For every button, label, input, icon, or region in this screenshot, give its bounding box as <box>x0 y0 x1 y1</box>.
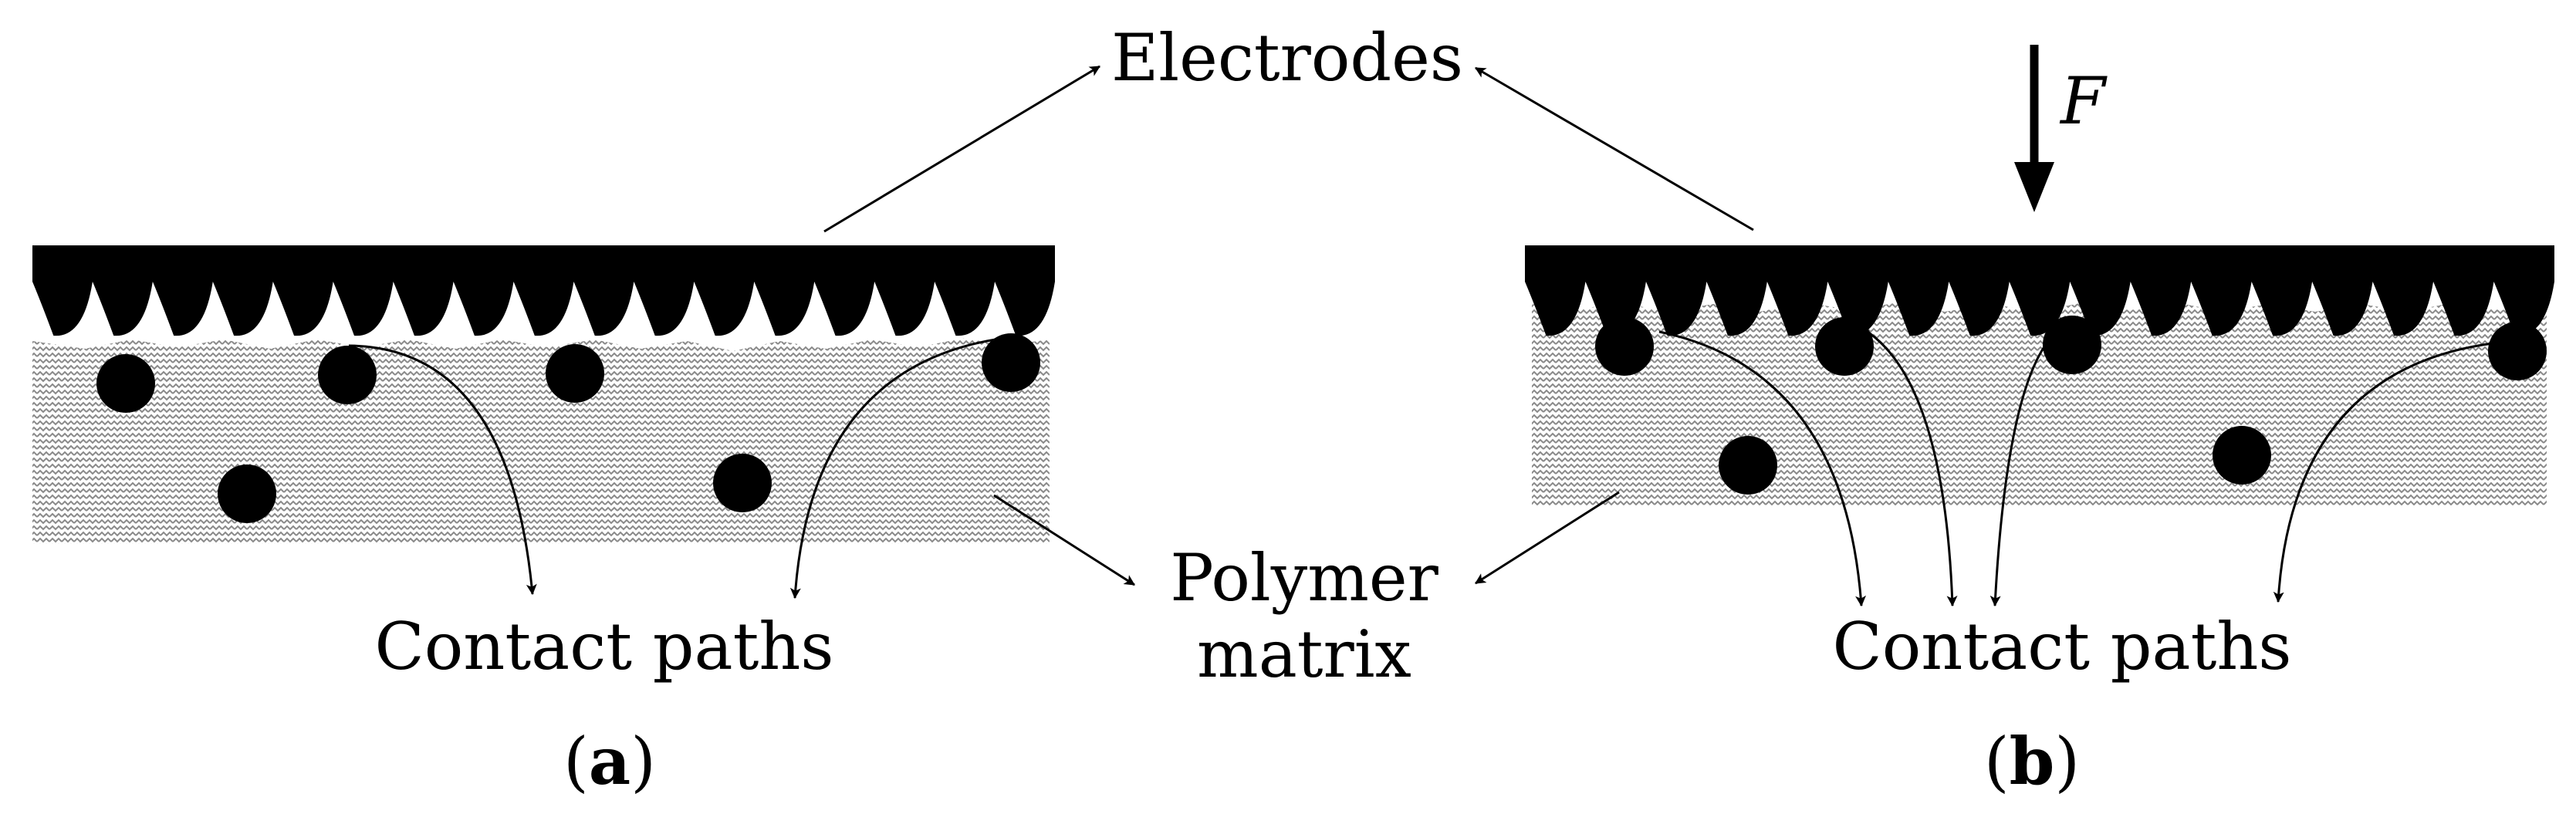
contact-path-arrow <box>348 344 537 596</box>
contact-paths-label-a: Contact paths <box>374 609 833 684</box>
panel-caption-b: (b) <box>1984 723 2080 799</box>
particle <box>96 354 155 413</box>
label-pointers <box>823 65 1754 586</box>
panel-caption-a: (a) <box>563 723 656 799</box>
particle <box>2043 316 2101 374</box>
electrodes-label: Electrodes <box>1111 20 1463 96</box>
contact-paths-label-b: Contact paths <box>1832 609 2291 684</box>
particle <box>982 333 1040 392</box>
polymer-matrix-a <box>32 338 1050 544</box>
particle <box>546 344 604 403</box>
contact-path-arrow <box>2273 342 2493 603</box>
particle <box>318 346 377 404</box>
polymer-matrix-label-line2: matrix <box>1197 616 1411 692</box>
contact-path-arrow <box>1989 334 2054 607</box>
particle <box>1719 436 1777 495</box>
polymer-pointer-right <box>1475 491 1620 585</box>
particle <box>218 464 276 523</box>
contact-path-arrow <box>789 338 996 600</box>
electrode-a <box>32 245 1055 336</box>
electrode-b <box>1525 245 2554 336</box>
electrodes-pointer-right <box>1474 66 1754 231</box>
particle <box>2213 426 2271 485</box>
panel-b <box>1525 45 2554 607</box>
contact-path-arrow <box>1867 330 1958 607</box>
particle <box>1815 317 1874 376</box>
polymer-pointer-left <box>993 494 1135 586</box>
polymer-matrix-label-line1: Polymer <box>1170 540 1438 616</box>
particle <box>2488 322 2547 380</box>
panel-a <box>32 245 1055 600</box>
particle <box>713 454 772 512</box>
force-label: F <box>2059 63 2108 139</box>
contact-path-arrow <box>1658 330 1867 607</box>
force-arrowhead <box>2014 162 2054 212</box>
electrodes-pointer-left <box>823 65 1101 233</box>
particle <box>1595 317 1654 376</box>
polymer-matrix-b <box>1532 302 2547 505</box>
